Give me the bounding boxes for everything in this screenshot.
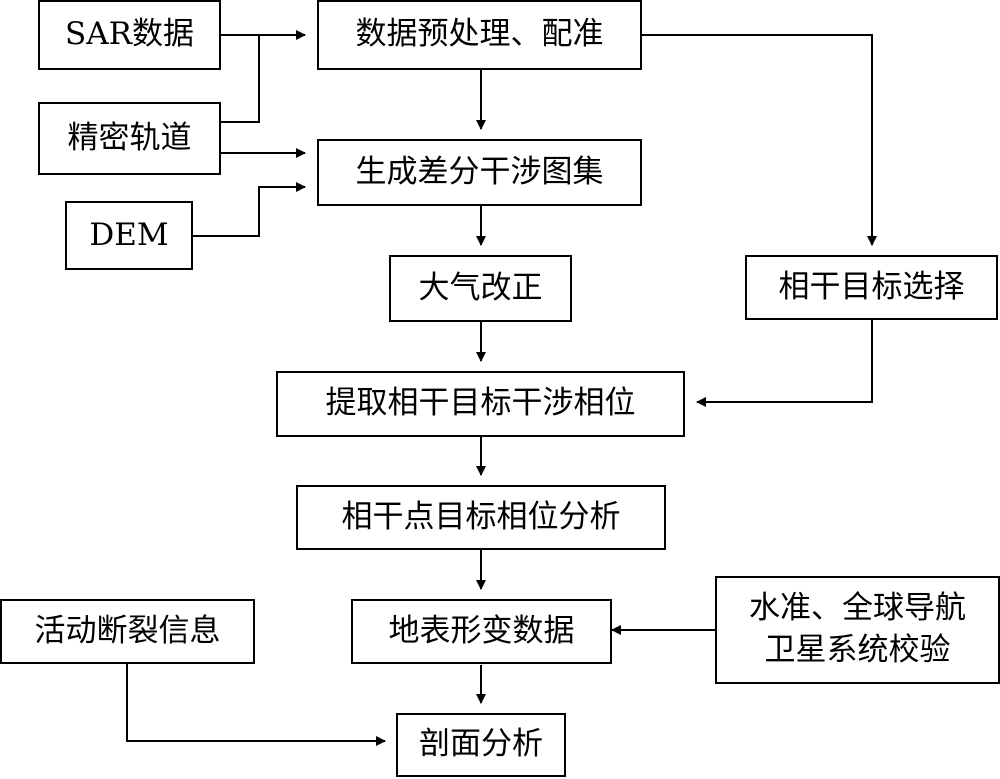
arrow-dem-to-interferogram (193, 182, 306, 237)
node-profile-analysis-label: 剖面分析 (419, 726, 543, 763)
node-extract-phase-label: 提取相干目标干涉相位 (325, 385, 636, 422)
node-interferogram: 生成差分干涉图集 (317, 139, 642, 206)
node-interferogram-label: 生成差分干涉图集 (355, 153, 604, 190)
node-deformation-data: 地表形变数据 (351, 599, 612, 664)
node-sar-data: SAR数据 (38, 0, 221, 70)
node-precise-orbit-label: 精密轨道 (67, 119, 192, 156)
node-precise-orbit: 精密轨道 (38, 102, 221, 175)
arrow-fault-to-profile (126, 664, 386, 746)
node-atmosphere-correction-label: 大气改正 (418, 269, 543, 306)
node-profile-analysis: 剖面分析 (396, 713, 566, 777)
node-dem-label: DEM (89, 216, 169, 253)
node-phase-analysis-label: 相干点目标相位分析 (341, 498, 621, 535)
arrow-preprocess-to-ps-select (642, 34, 877, 246)
arrow-orbit-to-preprocess (221, 35, 260, 123)
arrow-ps-select-to-extract (696, 320, 873, 407)
node-fault-info: 活动断裂信息 (0, 599, 255, 664)
node-sar-data-label: SAR数据 (65, 16, 194, 53)
node-ps-selection: 相干目标选择 (745, 255, 998, 320)
node-extract-phase: 提取相干目标干涉相位 (276, 371, 685, 437)
node-ps-selection-label: 相干目标选择 (778, 268, 965, 305)
node-phase-analysis: 相干点目标相位分析 (296, 485, 666, 550)
node-validation: 水准、全球导航 卫星系统校验 (715, 576, 1000, 684)
node-dem: DEM (65, 201, 193, 270)
node-validation-line2: 卫星系统校验 (764, 632, 951, 668)
node-atmosphere-correction: 大气改正 (389, 255, 572, 322)
node-preprocess: 数据预处理、配准 (317, 0, 642, 70)
node-deformation-data-label: 地表形变数据 (388, 612, 575, 649)
node-validation-line1: 水准、全球导航 (749, 590, 966, 627)
node-fault-info-label: 活动断裂信息 (34, 612, 221, 649)
node-preprocess-label: 数据预处理、配准 (355, 16, 604, 53)
